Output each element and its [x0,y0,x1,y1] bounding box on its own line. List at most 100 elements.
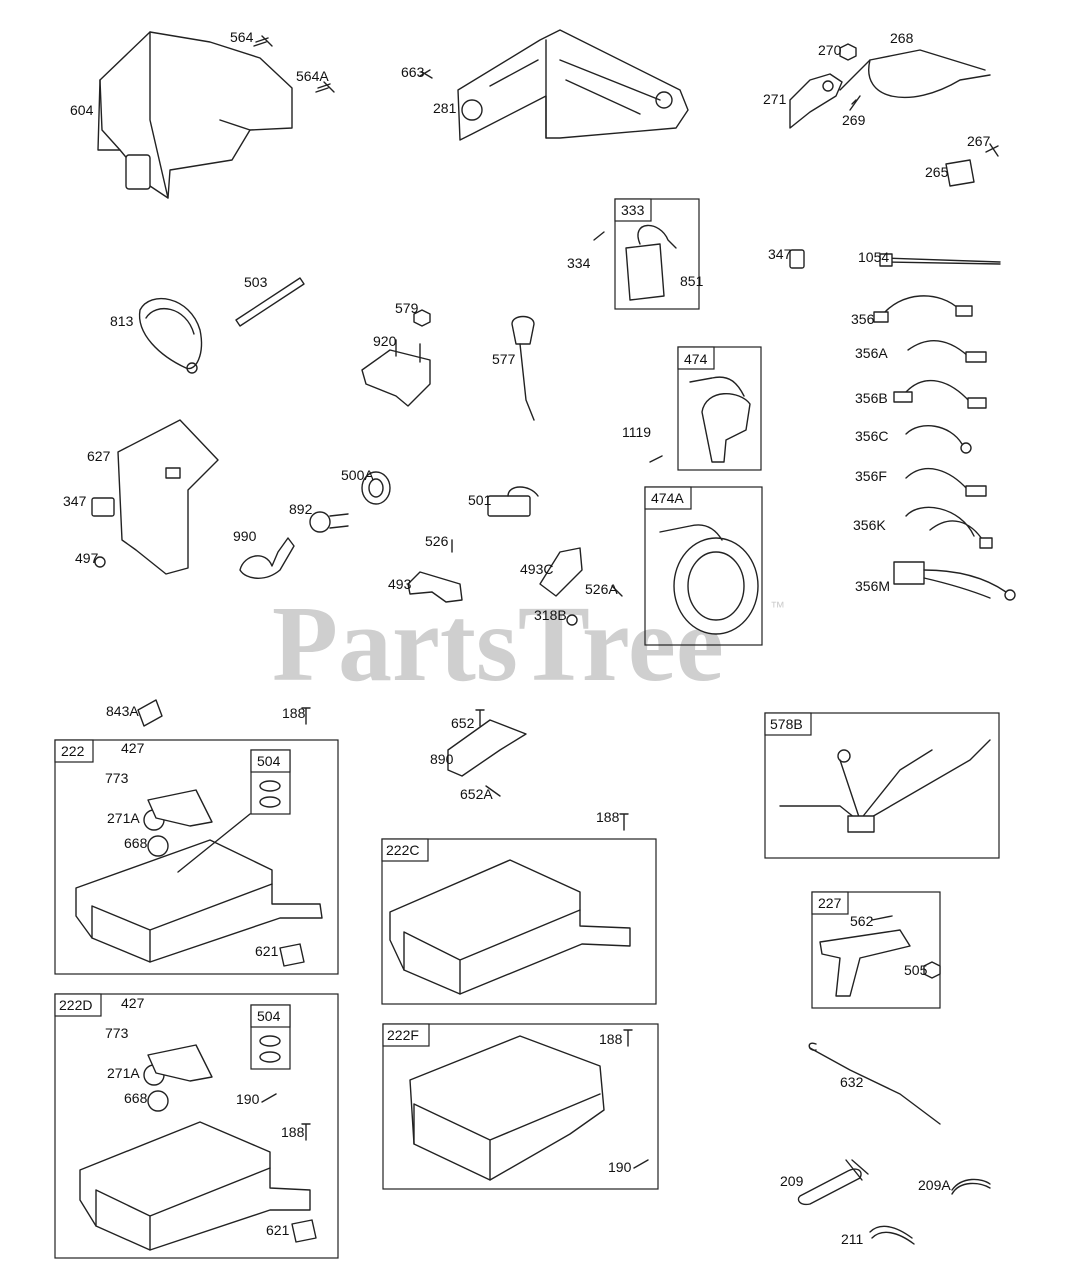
part-497-screw[interactable] [94,556,106,568]
part-label-497[interactable]: 497 [75,550,99,566]
part-318b-screw[interactable] [566,614,578,626]
part-920-coil[interactable] [361,339,431,407]
part-label-505[interactable]: 505 [904,962,928,978]
part-label-1054[interactable]: 1054 [858,249,889,265]
part-334-screw[interactable] [593,231,605,241]
part-500a-washer[interactable] [361,471,391,505]
part-label-265[interactable]: 265 [925,164,949,180]
part-265-clip[interactable] [945,159,975,187]
part-347-switch[interactable] [91,497,115,517]
box-222f[interactable]: 222F [382,1023,659,1190]
part-188-screw-left[interactable] [301,1123,311,1141]
part-label-356m[interactable]: 356M [855,578,890,594]
part-label-668[interactable]: 668 [124,1090,148,1106]
part-209a-spring[interactable] [951,1178,991,1195]
part-label-271a[interactable]: 271A [107,1065,140,1081]
part-label-843a[interactable]: 843A [106,703,139,719]
box-474a[interactable]: 474A [644,486,763,646]
part-356m-harness[interactable] [893,561,1016,601]
part-label-269[interactable]: 269 [842,112,866,128]
part-label-526[interactable]: 526 [425,533,449,549]
part-503-strap[interactable] [235,277,305,327]
part-188-screw-222f[interactable] [623,1029,633,1047]
box-504-bottom[interactable]: 504 [250,1004,291,1070]
part-label-356f[interactable]: 356F [855,468,887,484]
box-222c[interactable]: 222C [381,838,657,1005]
part-890-bracket[interactable] [447,719,527,777]
part-813-clamp[interactable] [138,297,203,374]
part-356-harness[interactable] [873,295,973,323]
part-label-813[interactable]: 813 [110,313,134,329]
part-label-347[interactable]: 347 [63,493,87,509]
part-label-579[interactable]: 579 [395,300,419,316]
part-label-188[interactable]: 188 [599,1031,623,1047]
part-268-cable[interactable] [839,49,991,99]
box-227[interactable]: 227 [811,891,941,1009]
part-564-screw[interactable] [253,35,273,47]
part-label-503[interactable]: 503 [244,274,268,290]
part-label-668[interactable]: 668 [124,835,148,851]
part-label-209a[interactable]: 209A [918,1177,951,1193]
box-333[interactable]: 333 [614,198,700,310]
part-564a-screw[interactable] [315,81,335,93]
part-663-screw[interactable] [419,69,433,79]
part-label-652[interactable]: 652 [451,715,475,731]
part-label-577[interactable]: 577 [492,351,516,367]
box-222[interactable]: 222 [54,739,339,975]
part-271-lever[interactable] [789,73,843,129]
part-label-356c[interactable]: 356C [855,428,888,444]
part-label-209[interactable]: 209 [780,1173,804,1189]
part-label-632[interactable]: 632 [840,1074,864,1090]
box-504-top[interactable]: 504 [177,749,291,873]
part-579-nut[interactable] [413,309,431,327]
part-356c-harness[interactable] [905,425,972,454]
part-label-318b[interactable]: 318B [534,607,567,623]
part-356k-harness[interactable] [905,506,993,549]
part-label-347[interactable]: 347 [768,246,792,262]
part-493-bracket[interactable] [407,571,463,603]
part-267-screw[interactable] [985,143,999,157]
part-label-190[interactable]: 190 [608,1159,632,1175]
part-label-562[interactable]: 562 [850,913,874,929]
part-269-spring[interactable] [849,95,861,111]
part-label-427[interactable]: 427 [121,995,145,1011]
part-1119-screw[interactable] [649,455,663,463]
part-label-281[interactable]: 281 [433,100,457,116]
part-label-851[interactable]: 851 [680,273,704,289]
part-356b-harness[interactable] [893,379,987,409]
part-label-621[interactable]: 621 [266,1222,290,1238]
part-label-356[interactable]: 356 [851,311,875,327]
part-526a-screw[interactable] [611,585,623,597]
part-label-271a[interactable]: 271A [107,810,140,826]
part-356a-harness[interactable] [907,339,987,363]
part-label-990[interactable]: 990 [233,528,257,544]
part-label-211[interactable]: 211 [841,1231,864,1247]
part-604-blower-housing[interactable] [97,31,293,199]
part-label-663[interactable]: 663 [401,64,425,80]
part-621-clip-bottom[interactable] [291,1219,317,1243]
part-label-564a[interactable]: 564A [296,68,329,84]
part-label-1119[interactable]: 1119 [622,424,651,440]
part-632-link[interactable] [808,1042,941,1125]
part-621-clip-top[interactable] [279,943,305,967]
part-label-270[interactable]: 270 [818,42,842,58]
part-label-356b[interactable]: 356B [855,390,888,406]
part-label-500a[interactable]: 500A [341,467,374,483]
part-493c-bracket[interactable] [539,547,583,597]
part-label-501[interactable]: 501 [468,492,492,508]
part-627-bracket[interactable] [117,419,219,575]
part-652a-screw[interactable] [485,785,501,797]
part-label-621[interactable]: 621 [255,943,279,959]
part-1054-cable-tie[interactable] [879,253,1001,267]
part-label-890[interactable]: 890 [430,751,454,767]
part-211-spring[interactable] [869,1225,915,1245]
part-label-493c[interactable]: 493C [520,561,553,577]
part-label-892[interactable]: 892 [289,501,313,517]
part-281-bracket[interactable] [457,29,689,141]
part-577-boot[interactable] [511,315,535,421]
part-label-188[interactable]: 188 [596,809,620,825]
part-label-267[interactable]: 267 [967,133,991,149]
part-label-356k[interactable]: 356K [853,517,886,533]
part-990-key[interactable] [239,537,295,579]
part-356f-harness[interactable] [905,467,987,497]
